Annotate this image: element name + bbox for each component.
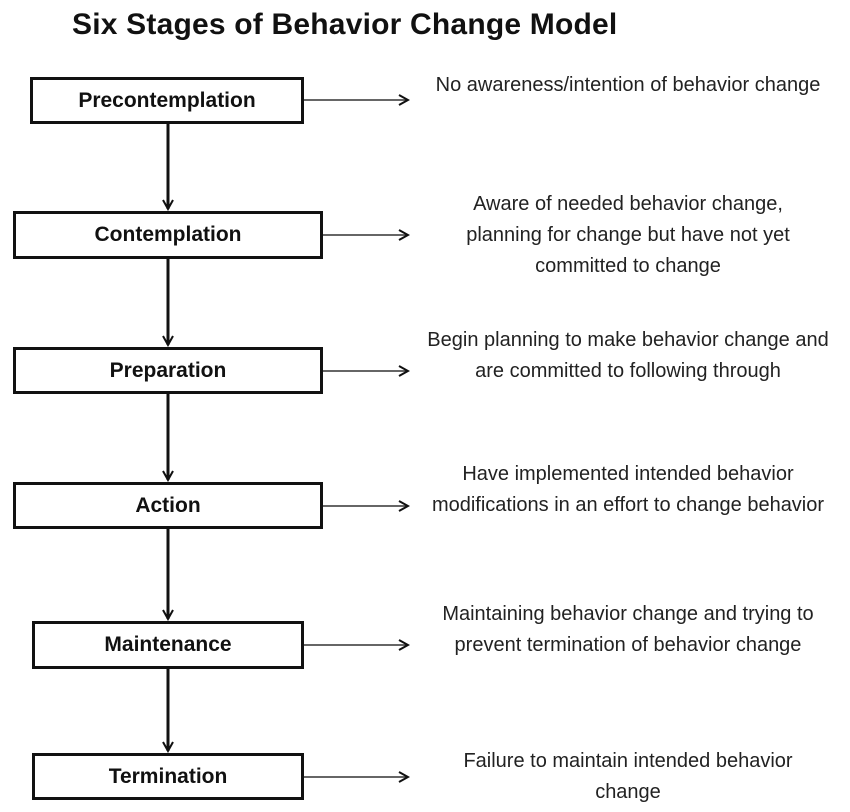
stage-description-precontemplation: No awareness/intention of behavior chang… [435,74,821,96]
stage-box-termination: Termination [32,753,304,800]
stage-box-maintenance: Maintenance [32,621,304,669]
stage-box-action: Action [13,482,323,529]
stage-description-termination: Failure to maintain intended behavior ch… [463,750,793,803]
stage-description-maintenance: Maintaining behavior change and trying t… [442,603,814,656]
stage-description-contemplation: Aware of needed behavior change, plannin… [466,193,790,277]
stage-description-action: Have implemented intended behavior modif… [431,463,825,516]
stage-description-preparation: Begin planning to make behavior change a… [427,329,829,382]
stage-box-preparation: Preparation [13,347,323,394]
stage-box-contemplation: Contemplation [13,211,323,259]
stage-box-precontemplation: Precontemplation [30,77,304,124]
diagram-title: Six Stages of Behavior Change Model [72,8,618,41]
